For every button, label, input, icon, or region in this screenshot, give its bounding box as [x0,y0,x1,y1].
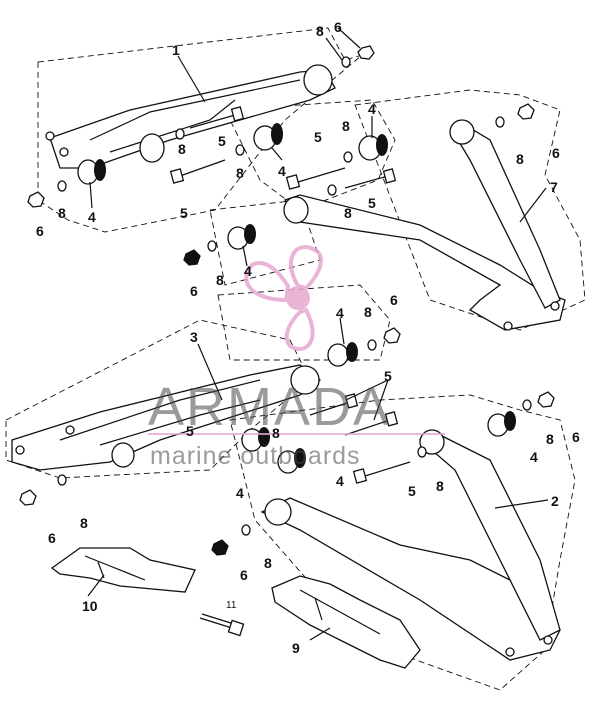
bushing-4d [227,224,256,250]
callout-4g: 4 [336,473,344,489]
lower-arm-right [260,429,561,661]
washer-8l [522,399,532,411]
callout-4a: 4 [88,209,96,225]
nut-6f [19,489,37,506]
callout-8c: 8 [178,141,186,157]
upper-arm-right [283,119,566,331]
callout-6h: 6 [572,429,580,445]
nut-6c [517,103,535,120]
callout-8h: 8 [364,304,372,320]
callout-2: 2 [551,493,559,509]
bushing-4e [327,342,358,367]
callout-4f: 4 [236,485,244,501]
callout-4c: 4 [368,101,376,117]
callout-labels: 1 2 3 4 4 4 4 4 4 4 4 5 5 5 5 5 5 5 6 6 … [36,19,580,656]
callout-5d: 5 [368,195,376,211]
callout-6g: 6 [240,567,248,583]
washer-8m [417,446,427,458]
callout-5g: 5 [408,483,416,499]
callout-8b: 8 [58,205,66,221]
bolt-5g [352,461,411,484]
callout-6f: 6 [48,530,56,546]
washer-8g [207,240,217,252]
lower-arm-left [11,364,322,471]
callout-9: 9 [292,640,300,656]
callout-10: 10 [82,598,98,614]
callout-6e: 6 [390,292,398,308]
washer-8j [57,474,67,486]
washer-8k [241,524,251,536]
bolt-5a [189,106,245,129]
watermark-logo [244,245,323,351]
washer-8d [235,144,245,156]
bushing-4h [487,411,516,437]
washer-8b [57,180,67,192]
guard-plate-10 [50,547,196,593]
callout-5a: 5 [218,133,226,149]
callout-4h: 4 [530,449,538,465]
bushing-4b [253,123,283,151]
bolt-5f [344,411,399,436]
callout-8f: 8 [516,151,524,167]
watermark-brand: ARMADA [148,377,391,437]
callout-8g: 8 [216,272,224,288]
callout-4d: 4 [244,263,252,279]
bolt-5b [169,159,226,184]
callout-6b: 6 [36,223,44,239]
washer-8h [367,339,377,351]
nut-6e [383,327,401,344]
callout-7: 7 [550,179,558,195]
callout-4b: 4 [278,163,286,179]
callout-4e: 4 [336,305,344,321]
callout-8e: 8 [342,118,350,134]
nut-6d [183,249,201,266]
washer-8a [341,56,351,68]
washer-8f [495,116,505,128]
callout-5b: 5 [180,205,188,221]
callout-5f: 5 [186,423,194,439]
callout-8i: 8 [344,205,352,221]
callout-8n: 8 [272,425,280,441]
bushing-4c [358,134,388,161]
callout-8m: 8 [436,478,444,494]
nut-6g [211,539,229,556]
watermark-tagline: marine outboards [150,442,361,470]
callout-8k: 8 [264,555,272,571]
washer-8i [327,184,337,196]
callout-1: 1 [172,42,180,58]
callout-11: 11 [226,600,237,611]
callout-6d: 6 [190,283,198,299]
nut-6h [537,391,555,408]
callout-6c: 6 [552,145,560,161]
bolt-5d [344,168,397,189]
washer-8c [175,128,185,140]
bushing-4g [277,448,306,474]
callout-8d: 8 [236,165,244,181]
callout-8l: 8 [546,431,554,447]
callout-8a: 8 [316,23,324,39]
bolt-5c [285,167,346,190]
washer-8e [343,151,353,163]
bolt-5e [309,393,359,416]
callout-6a: 6 [334,19,342,35]
nut-6a [357,45,375,60]
leader-lines [87,27,549,641]
bushing-4a [77,159,106,185]
nut-6b [27,191,45,208]
callout-3: 3 [190,329,198,345]
callout-5e: 5 [384,368,392,384]
bolt-11 [199,613,245,637]
callout-8j: 8 [80,515,88,531]
upper-arm-left [45,64,336,169]
callout-5c: 5 [314,129,322,145]
guard-plate-9 [271,575,421,669]
